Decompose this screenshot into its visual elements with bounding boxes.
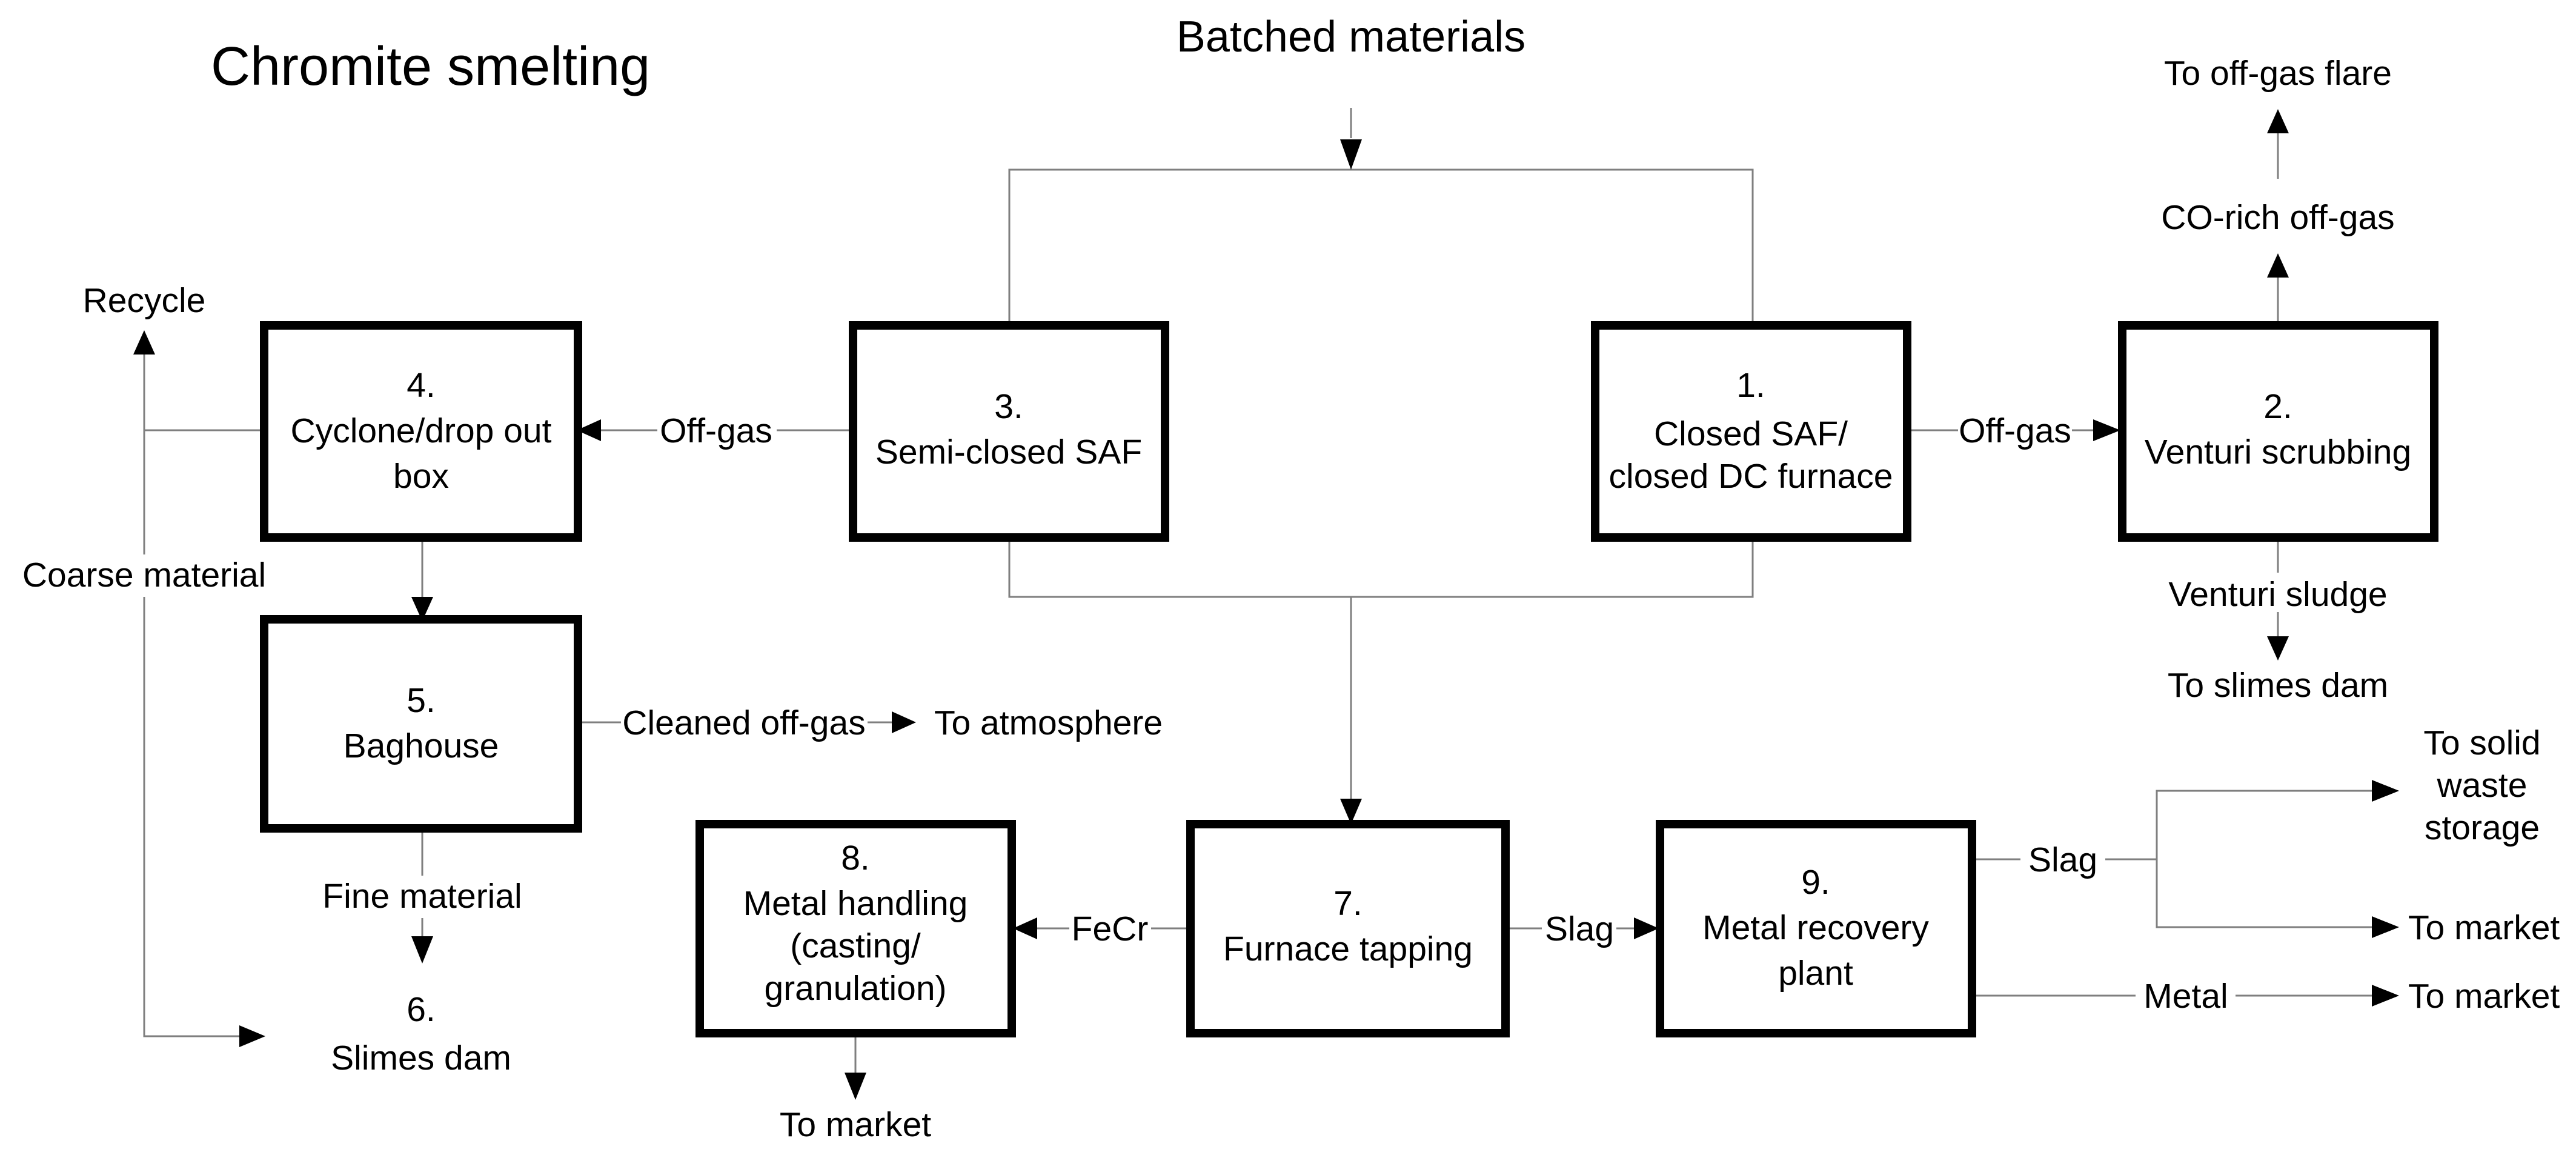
to-market-metal-label: To market	[2408, 977, 2560, 1016]
offgas-right-label: Off-gas	[1959, 411, 2071, 450]
recycle-label: Recycle	[83, 281, 206, 320]
arrowhead-to-tapping	[1340, 799, 1362, 824]
to-atmosphere-label: To atmosphere	[934, 704, 1163, 742]
box-3-line-1: Semi-closed SAF	[875, 433, 1142, 471]
coarse-material-label: Coarse material	[22, 556, 266, 594]
box-semi-closed-saf	[849, 321, 1169, 542]
arrowhead-coarse-to-slimes-dam	[239, 1025, 265, 1047]
line-furnaces-collector	[1008, 538, 1754, 598]
process-boxes	[260, 321, 2438, 1037]
line-feed-distribution	[1008, 168, 1754, 325]
batched-materials-label: Batched materials	[1177, 13, 1525, 61]
box-5-number: 5.	[407, 681, 436, 720]
box-8-line-1: Metal handling	[743, 884, 968, 923]
to-offgas-flare-label: To off-gas flare	[2164, 54, 2392, 93]
arrowhead-fecr-to-metal-handling	[1013, 917, 1037, 939]
box-5-label: 5. Baghouse	[344, 681, 499, 765]
box-metal-recovery	[1656, 820, 1976, 1037]
box-5-line-1: Baghouse	[344, 727, 499, 765]
arrowhead-to-slimes-dam-venturi	[2267, 636, 2289, 661]
to-market-metal-handling-label: To market	[780, 1105, 931, 1144]
box-baghouse	[260, 615, 582, 833]
arrowhead-metal-handling-to-market	[845, 1073, 866, 1100]
metal-label: Metal	[2143, 977, 2228, 1016]
arrowhead-to-solid-waste	[2372, 780, 2399, 802]
box-9-number: 9.	[1801, 863, 1830, 902]
arrowheads	[133, 109, 2399, 1100]
arrowhead-slag-to-market	[2372, 916, 2399, 938]
arrowhead-offgas-to-cyclone	[577, 419, 601, 441]
arrowhead-offgas-to-venturi	[2093, 419, 2120, 441]
box-4-line-1: Cyclone/drop out	[291, 411, 552, 450]
to-solid-waste-line-1: To solid	[2423, 724, 2540, 762]
box-2-line-1: Venturi scrubbing	[2145, 433, 2411, 471]
slag-tapping-label: Slag	[1545, 910, 1614, 948]
box-venturi-scrubbing	[2118, 321, 2438, 542]
arrowhead-fine-to-slimes-dam	[411, 936, 433, 964]
box-7-label: 7. Furnace tapping	[1223, 884, 1473, 968]
box-7-number: 7.	[1333, 884, 1363, 923]
box-4-label: 4. Cyclone/drop out box	[291, 366, 552, 496]
to-solid-waste-line-3: storage	[2425, 808, 2540, 847]
to-slimes-dam-label: To slimes dam	[2168, 666, 2388, 705]
box-furnace-tapping	[1186, 820, 1510, 1037]
fine-material-label: Fine material	[322, 877, 522, 916]
arrowhead-to-co-rich	[2267, 253, 2289, 278]
box-4-line-2: box	[393, 457, 449, 496]
flow-labels: Off-gas Off-gas CO-rich off-gas To off-g…	[22, 54, 2560, 1144]
box-closed-saf	[1591, 321, 1911, 542]
box-1-line-2: closed DC furnace	[1609, 457, 1893, 496]
box-1-label: 1. Closed SAF/ closed DC furnace	[1609, 366, 1893, 496]
box-1-line-1: Closed SAF/	[1654, 414, 1848, 453]
box-6-line-1: Slimes dam	[331, 1039, 511, 1077]
box-8-label: 8. Metal handling (casting/ granulation)	[743, 839, 968, 1008]
line-slag-split	[2105, 790, 2372, 860]
box-8-number: 8.	[841, 839, 870, 877]
arrowhead-feed-down	[1340, 139, 1362, 170]
arrowhead-slag-to-recovery	[1634, 917, 1659, 939]
arrowhead-to-recycle	[133, 330, 155, 354]
offgas-left-label: Off-gas	[660, 411, 772, 450]
box-2-number: 2.	[2263, 387, 2292, 426]
arrowhead-to-flare	[2267, 109, 2289, 133]
co-rich-offgas-label: CO-rich off-gas	[2161, 198, 2394, 237]
box-1-number: 1.	[1736, 366, 1765, 405]
box-7-line-1: Furnace tapping	[1223, 930, 1473, 968]
line-slag-split-market	[2156, 859, 2372, 928]
arrowhead-to-baghouse	[411, 597, 433, 621]
box-9-line-2: plant	[1778, 954, 1853, 993]
box-3-label: 3. Semi-closed SAF	[875, 387, 1142, 471]
line-coarse-to-slimes	[143, 597, 239, 1037]
box-metal-handling	[695, 820, 1016, 1037]
diagram-title: Chromite smelting	[211, 36, 650, 97]
box-4-number: 4.	[407, 366, 436, 405]
box-9-line-1: Metal recovery	[1702, 908, 1929, 947]
box-9-label: 9. Metal recovery plant	[1702, 863, 1929, 993]
box-8-line-3: granulation)	[764, 969, 946, 1008]
venturi-sludge-label: Venturi sludge	[2168, 575, 2387, 614]
box-2-label: 2. Venturi scrubbing	[2145, 387, 2411, 471]
to-solid-waste-line-2: waste	[2437, 766, 2528, 805]
box-cyclone	[260, 321, 582, 542]
box-6-label: 6. Slimes dam	[331, 990, 511, 1077]
to-market-slag-label: To market	[2408, 908, 2560, 947]
arrowhead-to-atmosphere	[892, 711, 916, 733]
connector-lines	[143, 108, 2372, 1073]
box-6-number: 6.	[407, 990, 436, 1029]
arrowhead-metal-to-market	[2372, 985, 2399, 1007]
cleaned-offgas-label: Cleaned off-gas	[622, 704, 865, 742]
box-8-line-2: (casting/	[790, 927, 921, 965]
slag-recovery-label: Slag	[2028, 840, 2097, 879]
fecr-label: FeCr	[1072, 910, 1149, 948]
box-3-number: 3.	[994, 387, 1023, 426]
